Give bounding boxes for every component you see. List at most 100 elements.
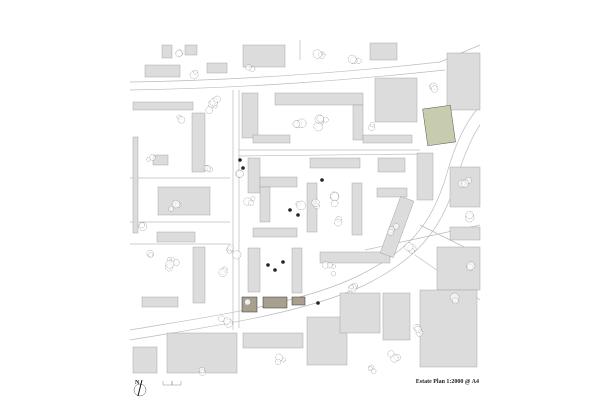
tree: [250, 195, 256, 201]
building: [339, 292, 381, 334]
building: [247, 247, 261, 293]
tree-dark: [266, 263, 270, 267]
tree-dark: [238, 158, 242, 162]
tree: [245, 64, 252, 71]
building: [191, 112, 206, 173]
building: [309, 157, 361, 169]
tree: [465, 210, 474, 219]
tree: [274, 358, 282, 365]
tree: [193, 69, 199, 75]
building: [161, 44, 173, 59]
building: [166, 332, 238, 374]
building: [141, 296, 179, 308]
tree: [323, 117, 329, 123]
tree: [139, 222, 146, 229]
building: [242, 44, 286, 68]
building: [242, 332, 304, 349]
building: [291, 247, 303, 294]
building: [416, 152, 434, 201]
tree: [452, 297, 459, 305]
building: [184, 44, 198, 56]
existing-buildings: [132, 42, 481, 374]
tree: [172, 259, 180, 266]
tree: [149, 154, 156, 161]
tree: [236, 169, 244, 178]
road-edge: [238, 153, 421, 157]
proposed-building-green: [422, 104, 456, 147]
tree: [367, 366, 373, 371]
tree: [369, 122, 375, 128]
tree: [312, 49, 322, 59]
building: [377, 157, 406, 173]
tree: [213, 95, 221, 103]
road-edge: [129, 61, 441, 83]
scale-bar: [162, 381, 182, 386]
building: [446, 52, 481, 111]
building: [132, 346, 158, 374]
tree: [466, 261, 476, 271]
tree: [292, 120, 301, 128]
building: [419, 289, 478, 368]
tree: [168, 205, 175, 212]
building: [259, 186, 271, 223]
tree: [248, 199, 255, 206]
plan-caption: Estate Plan 1:2000 @ A4: [415, 379, 479, 385]
tree: [148, 252, 154, 258]
building: [382, 292, 411, 341]
tree-dark: [241, 166, 245, 170]
building: [449, 226, 481, 241]
tree: [392, 223, 400, 230]
road-edge: [129, 69, 446, 91]
building: [206, 62, 228, 74]
tree-dark: [281, 260, 285, 264]
road-edge: [129, 124, 481, 341]
tree-dark: [320, 178, 324, 182]
north-arrow-icon: N: [133, 379, 147, 397]
building: [252, 134, 291, 144]
building: [319, 251, 391, 264]
building: [362, 134, 413, 144]
tree: [177, 116, 186, 124]
building: [274, 92, 364, 106]
tree: [218, 315, 225, 322]
building: [241, 92, 259, 139]
tree: [430, 85, 439, 93]
proposed-building-brown: [262, 296, 288, 309]
tree-dark: [273, 268, 277, 272]
building: [157, 186, 211, 216]
building: [144, 64, 181, 78]
north-label: N: [135, 380, 140, 386]
tree: [349, 284, 354, 290]
building: [376, 187, 408, 198]
proposed-building-brown: [291, 296, 306, 306]
tree: [205, 106, 214, 114]
building: [132, 101, 194, 111]
tree: [218, 268, 228, 277]
tree: [330, 199, 339, 208]
tree: [198, 366, 206, 374]
tree: [330, 192, 339, 201]
building: [247, 157, 261, 194]
tree: [334, 218, 342, 227]
tree-dark: [288, 208, 292, 212]
tree: [316, 115, 324, 123]
tree: [371, 368, 377, 374]
tree: [461, 179, 469, 188]
tree: [227, 244, 235, 252]
building: [351, 182, 363, 236]
tree: [330, 270, 337, 277]
tree: [387, 228, 394, 236]
tree: [171, 199, 181, 209]
tree: [204, 165, 211, 172]
building: [192, 246, 206, 304]
building: [369, 42, 398, 61]
building: [156, 231, 196, 243]
proposed-buildings: [241, 104, 456, 313]
tree: [387, 350, 395, 358]
tree-dark: [316, 301, 320, 305]
building: [259, 176, 298, 188]
tree: [347, 54, 357, 64]
tree: [414, 325, 422, 333]
tree: [244, 298, 251, 306]
